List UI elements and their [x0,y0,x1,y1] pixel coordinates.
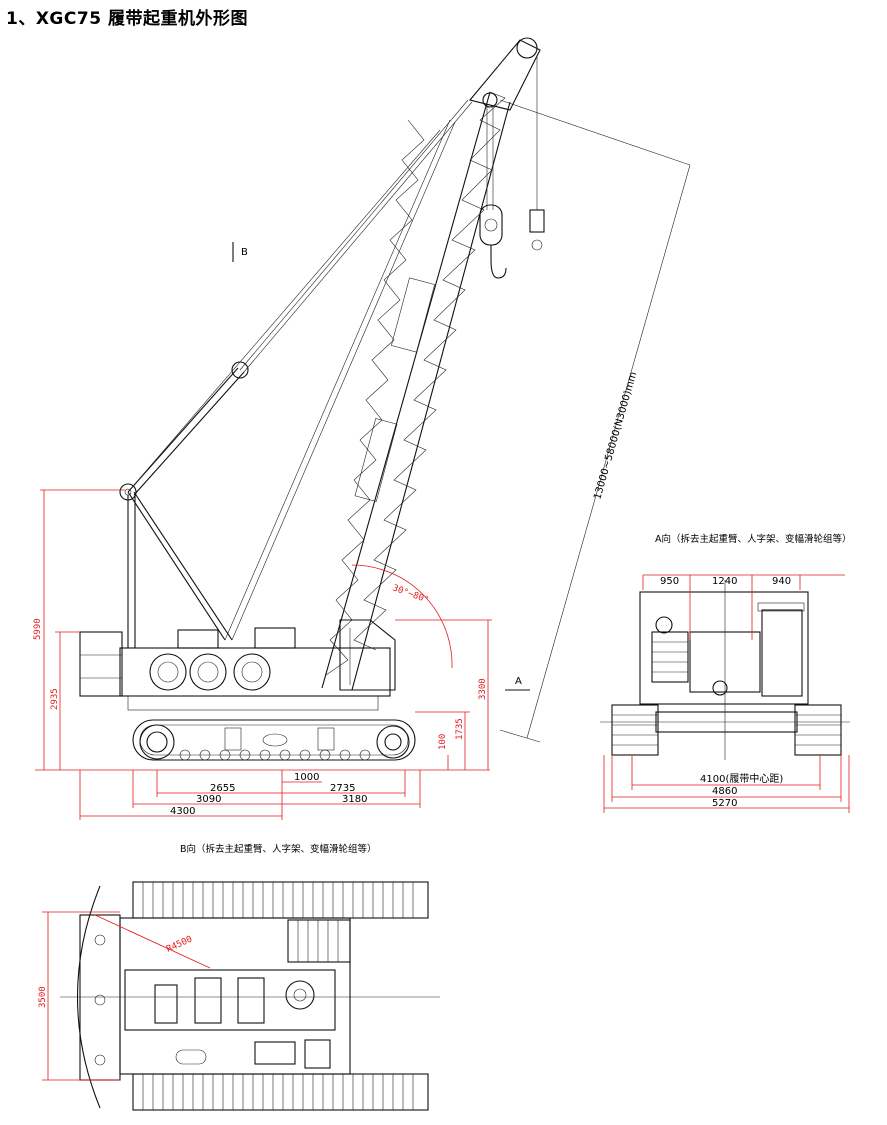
view-a-caption: A向（拆去主起重臂、人字架、变幅滑轮组等） [655,533,852,545]
dim-100: 100 [438,734,448,750]
dim-2655: 2655 [210,783,235,794]
boom-angle-arc [351,564,453,669]
drawing-title: 1、XGC75 履带起重机外形图 [6,9,248,29]
sprocket-hub [384,733,402,751]
dim-1735: 1735 [455,718,465,740]
aux-hook [531,239,543,251]
counterweight [79,631,123,697]
view-b-track-links [142,882,414,1110]
view-b-slewing-ring [285,980,315,1010]
vertical-dims-right: 3300 1735 100 [395,619,492,770]
operator-cab [339,619,396,691]
dim-5990: 5990 [33,618,43,640]
engine-box [177,629,219,649]
view-a-dim-940: 940 [772,576,791,587]
boom-length-extension-line [499,99,691,166]
cab-base [254,627,296,649]
view-b-dim-r4500: R4500 [165,935,194,955]
view-a-engine [651,631,689,683]
view-b-cab [287,919,351,963]
lattice-zigzag-2 [353,91,506,651]
view-b-drum-3 [237,977,265,1024]
view-a-track-left [611,704,659,756]
view-b-caption: B向（拆去主起重臂、人字架、变幅滑轮组等） [180,843,377,855]
view-b: B向（拆去主起重臂、人字架、变幅滑轮组等） R4500 [38,843,440,1111]
view-b-engine [254,1041,296,1065]
main-hook [490,245,507,279]
dim-3300: 3300 [478,678,488,700]
drive-sprocket [376,725,410,759]
winch-drum-2 [189,653,227,691]
turntable [127,695,379,711]
track-outline [132,719,416,761]
dim-2735: 2735 [330,783,355,794]
idler-hub [146,731,168,753]
dim-4300: 4300 [170,806,195,817]
aux-hook-block [529,209,545,233]
view-a: A向（拆去主起重臂、人字架、变幅滑轮组等） 950 1 [600,533,852,813]
crawler-track [132,719,416,761]
view-b-track-bottom [132,1073,429,1111]
winch-drum-1 [149,653,187,691]
view-a-upper [639,591,809,705]
head-sheave [516,37,538,59]
side-view: 13000~58000(N3000)mm B A 30°~80° 5990 29… [33,37,691,820]
view-a-drum [712,680,728,696]
view-a-cab [761,609,803,697]
view-a-dim-5270: 5270 [712,798,737,809]
track-frame-block-1 [224,727,242,751]
logo-emblem [262,733,288,747]
view-a-dim-4100: 4100(履带中心距) [700,772,783,785]
view-b-track-top [132,881,429,919]
vertical-dims-left: 5990 2935 [33,489,125,770]
view-b-tank [304,1039,331,1069]
view-b-deck [124,969,336,1031]
b-direction-label: B [241,247,248,258]
view-a-track-right [794,704,842,756]
boom-label-box-2 [354,418,398,502]
a-direction-label: A [515,676,522,687]
superstructure [79,619,396,711]
boom-length-text: 13000~58000(N3000)mm [592,371,639,501]
view-b-drum-1 [154,984,178,1024]
gantry [119,361,249,648]
boom-head [469,39,541,111]
road-wheels [179,749,371,761]
track-frame-block-2 [317,727,335,751]
boom-tip-sheave [482,92,498,108]
lattice-zigzag [325,119,425,676]
view-a-dim-4860: 4860 [712,786,737,797]
boom-label-box-1 [391,277,435,353]
view-a-filter [655,616,673,634]
idler-wheel [139,724,175,760]
hoist-hooks [479,55,691,279]
dim-2935: 2935 [50,688,60,710]
view-b-drum-2 [194,977,222,1024]
boom-angle-text: 30°~80° [391,583,430,605]
view-b-dim-3500: 3500 [38,986,48,1008]
view-b-radius-line [94,914,211,969]
lattice-boom [321,37,541,691]
view-a-dim-950: 950 [660,576,679,587]
gantry-strut [127,367,239,493]
pendant-ropes [127,99,473,641]
dim-1000: 1000 [294,772,319,783]
horizontal-dims: 1000 2655 2735 3090 3180 4300 [79,770,421,820]
dim-3180: 3180 [342,794,367,805]
winch-drum-3 [233,653,271,691]
view-a-dim-1240: 1240 [712,576,737,587]
boom-length-dim: 13000~58000(N3000)mm [499,164,691,743]
view-b-muffler [175,1049,207,1065]
dim-3090: 3090 [196,794,221,805]
